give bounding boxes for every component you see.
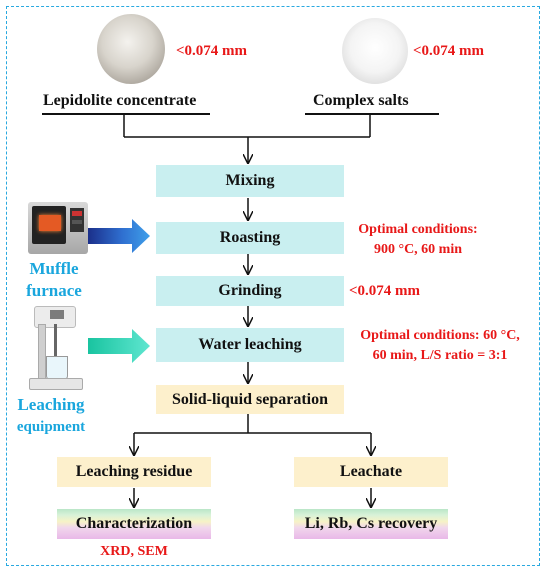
- characterization-step: Characterization: [57, 509, 211, 539]
- grinding-size: <0.074 mm: [349, 283, 421, 299]
- leaching-conditions-line-2: 60 min, L/S ratio = 3:1: [372, 348, 508, 363]
- water-leaching-step: Water leaching: [156, 328, 344, 362]
- leachate-step: Leachate: [294, 457, 448, 487]
- recovery-step: Li, Rb, Cs recovery: [294, 509, 448, 539]
- grinding-step: Grinding: [156, 276, 344, 306]
- lepidolite-underline: [42, 113, 210, 115]
- muffle-furnace-image: [28, 202, 88, 254]
- leaching-equipment-label-line-2: equipment: [16, 419, 86, 435]
- muffle-arrow: [88, 219, 150, 253]
- muffle-furnace-label-line-1: Muffle: [29, 259, 79, 278]
- lepidolite-size: <0.074 mm: [176, 43, 248, 59]
- separation-step: Solid-liquid separation: [156, 385, 344, 414]
- diagram-frame: [6, 6, 540, 566]
- complex-salts-label: Complex salts: [313, 92, 409, 109]
- complex-salts-powder-image: [342, 18, 408, 84]
- roasting-step: Roasting: [156, 222, 344, 254]
- complex-salts-size: <0.074 mm: [413, 43, 485, 59]
- leaching-arrow: [88, 329, 150, 363]
- leaching-conditions-line-1: Optimal conditions: 60 °C,: [360, 328, 520, 343]
- roasting-conditions-line-1: Optimal conditions:: [358, 222, 478, 237]
- roasting-conditions-line-2: 900 °C, 60 min: [373, 242, 463, 257]
- leaching-equipment-image: [26, 306, 84, 390]
- complex-salts-underline: [305, 113, 439, 115]
- lepidolite-powder-image: [97, 14, 165, 84]
- lepidolite-label: Lepidolite concentrate: [43, 92, 197, 109]
- muffle-furnace-label-line-2: furnace: [26, 281, 82, 300]
- mixing-step: Mixing: [156, 165, 344, 197]
- leaching-equipment-label-line-1: Leaching: [17, 395, 85, 414]
- leaching-residue-step: Leaching residue: [57, 457, 211, 487]
- characterization-methods: XRD, SEM: [100, 544, 168, 559]
